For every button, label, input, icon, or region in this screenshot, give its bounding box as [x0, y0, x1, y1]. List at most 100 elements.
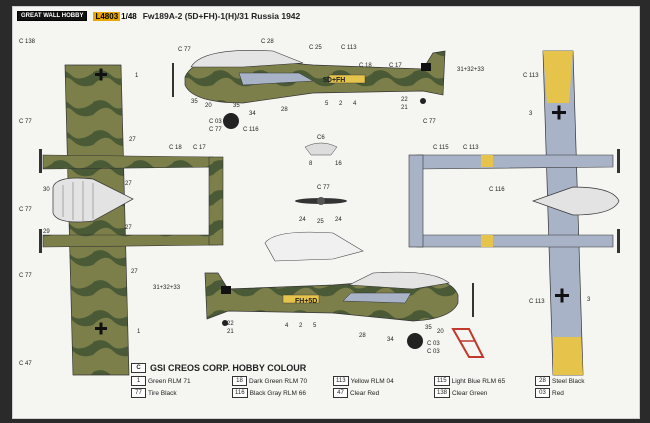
side-canopy-bottom [347, 271, 450, 290]
label-c28: C 28 [261, 39, 274, 45]
yellow-band-top [328, 74, 366, 84]
label-28: 28 [281, 107, 288, 113]
legend-title: GSI CREOS CORP. HOBBY COLOUR [150, 363, 307, 373]
label-29: 29 [43, 229, 50, 235]
label-c17-top: C 17 [193, 145, 206, 151]
label-27-b: 27 [125, 181, 132, 187]
label-30: 30 [43, 187, 50, 193]
label-c77-side: C 77 [178, 47, 191, 53]
top-view [39, 64, 224, 376]
label-34-bottom: 34 [387, 337, 394, 343]
label-c116-top: C 116 [243, 127, 259, 133]
label-c77-tail: C 77 [423, 119, 436, 125]
label-c116-bottom: C 116 [489, 187, 505, 193]
label-c03-b: C 03 [427, 349, 440, 355]
label-22-bottom: 22 [227, 321, 234, 327]
label-8: 8 [309, 161, 313, 167]
label-c77-c: C 77 [19, 273, 32, 279]
label-c18-top: C 18 [169, 145, 182, 151]
main-wheel-bottom [407, 333, 423, 349]
label-1-bottom: 1 [137, 329, 141, 335]
instruction-sheet: GREAT WALL HOBBY L4803 1/48 Fw189A-2 (5D… [12, 6, 640, 419]
label-c77-wheel: C 77 [209, 127, 222, 133]
label-c47: C 47 [19, 361, 32, 367]
label-3-a: 3 [529, 111, 533, 117]
label-35b: 35 [233, 103, 240, 109]
label-c113-b: C 113 [463, 145, 479, 151]
label-4-bottom: 4 [285, 323, 289, 329]
scale: 1/48 [121, 11, 137, 21]
label-27-c: 27 [125, 225, 132, 231]
label-c17-side: C 17 [389, 63, 402, 69]
label-20: 20 [205, 103, 212, 109]
bottom-view [408, 50, 620, 376]
main-wheel-top [223, 113, 239, 129]
label-2-top: 2 [339, 101, 343, 107]
label-c113-bottom: C 113 [523, 73, 539, 79]
label-5-bottom: 5 [313, 323, 317, 329]
label-3-b: 3 [587, 297, 591, 303]
label-24b: 24 [335, 217, 342, 223]
label-c25: C 25 [309, 45, 322, 51]
top-tail [208, 156, 224, 246]
label-22-top: 22 [401, 97, 408, 103]
label-c03-top: C 03 [209, 119, 222, 125]
label-5-top: 5 [325, 101, 329, 107]
label-c77-b: C 77 [19, 207, 32, 213]
scale-label: L4803 1/48 [93, 11, 137, 21]
side-view-bottom [204, 271, 474, 349]
label-2-bottom: 2 [299, 323, 303, 329]
label-34: 34 [249, 111, 256, 117]
label-c03-bottom: C 03 [427, 341, 440, 347]
label-21-top: 21 [401, 105, 408, 111]
label-16: 16 [335, 161, 342, 167]
prop-lower [39, 229, 42, 253]
label-35-bottom: 35 [425, 325, 432, 331]
code-fh5d: FH+5D [295, 298, 317, 305]
kit-code: L4803 [93, 11, 121, 21]
label-c115: C 115 [433, 145, 449, 151]
side-view-top [172, 50, 446, 129]
top-boom-upper [42, 154, 219, 170]
label-24a: 24 [299, 217, 306, 223]
label-c77-prop: C 77 [317, 185, 330, 191]
label-c113-c: C 113 [529, 299, 545, 305]
label-c6: C6 [317, 135, 325, 141]
top-boom-lower [42, 234, 219, 248]
header: GREAT WALL HOBBY L4803 1/48 Fw189A-2 (5D… [17, 9, 300, 23]
yellow-band-bottom [282, 294, 320, 304]
page-subtitle: Fw189A-2 (5D+FH)-1(H)/31 Russia 1942 [142, 11, 301, 21]
brand-logo: GREAT WALL HOBBY [17, 10, 88, 22]
code-sdfh: 5D+FH [323, 77, 345, 84]
label-313233-bottom: 31+32+33 [153, 285, 181, 291]
label-4-top: 4 [353, 101, 357, 107]
label-21-bottom: 21 [227, 329, 234, 335]
ladder-detail [451, 328, 485, 358]
label-27-a: 27 [129, 137, 136, 143]
label-c138: C 138 [19, 39, 36, 45]
prop-upper [39, 149, 42, 173]
label-1-top: 1 [135, 73, 139, 79]
label-c18-side: C 18 [359, 63, 372, 69]
antenna-detail [304, 142, 338, 156]
gondola-detail [264, 231, 364, 262]
label-20-bottom: 20 [437, 329, 444, 335]
aircraft-diagrams: C 138 1 C 77 C 77 C 77 C 47 27 27 27 27 … [19, 39, 620, 376]
label-c77-a: C 77 [19, 119, 32, 125]
side-engine-top [238, 72, 314, 86]
side-canopy-top [190, 50, 304, 68]
label-c113: C 113 [341, 45, 357, 51]
legend-title-box: C [131, 363, 146, 373]
